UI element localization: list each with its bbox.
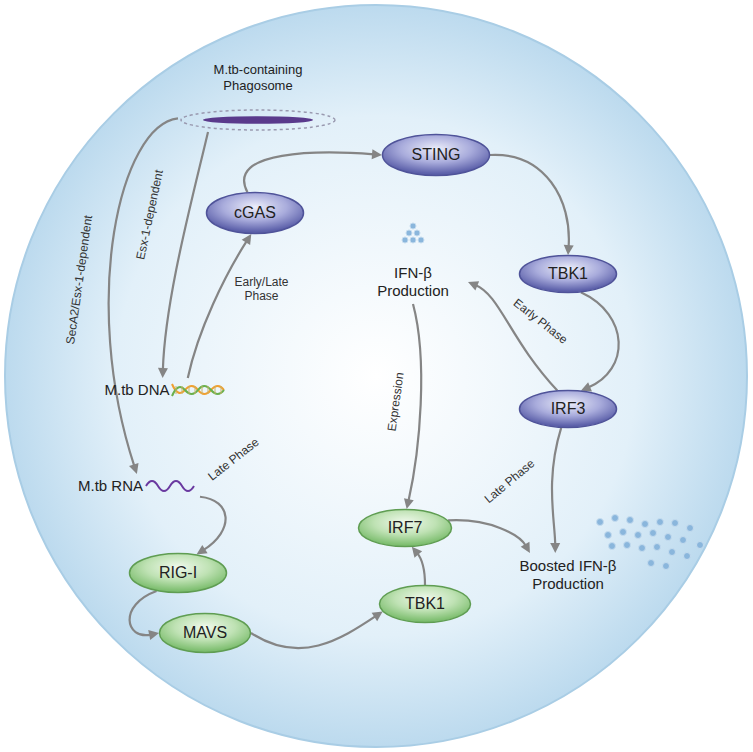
arrowhead <box>564 245 574 255</box>
node-text: IFN-β Production <box>368 264 458 300</box>
protein-ellipse: TBK1 <box>518 254 618 294</box>
connector-line <box>408 304 421 501</box>
signal-arrow <box>188 234 252 378</box>
node-text: Boosted IFN-β Production <box>508 557 628 593</box>
signal-arrow <box>244 149 382 192</box>
edge-label: Late Phase <box>482 457 538 507</box>
protein-ellipse: IRF3 <box>518 389 618 429</box>
arrowhead <box>521 542 530 553</box>
nucleic-acid-label: M.tb DNA <box>105 378 230 402</box>
connector-line <box>109 118 178 466</box>
signal-arrow <box>550 428 561 553</box>
node-text: MAVS <box>183 623 227 642</box>
signal-arrow <box>448 520 530 553</box>
connector-line <box>490 155 569 247</box>
node-text: STING <box>412 145 461 164</box>
ifn-dots <box>402 223 424 243</box>
arrowhead <box>197 545 208 555</box>
connector-line <box>251 616 376 648</box>
edge-label: Esx-1-dependent <box>134 168 167 262</box>
protein-ellipse: cGAS <box>205 191 305 235</box>
cell-body <box>5 5 747 747</box>
edge-label: SecA2/Esx-1-dependent <box>64 214 96 347</box>
signal-arrow <box>158 132 208 378</box>
arrowhead <box>129 463 139 474</box>
signal-arrow <box>490 155 574 255</box>
node-text: M.tb DNA <box>105 381 170 399</box>
connector-line <box>130 591 157 635</box>
dna-icon <box>172 384 224 396</box>
node-text: IRF7 <box>388 518 423 537</box>
edge-label: Early Phase <box>510 296 571 348</box>
arrowhead <box>148 630 159 640</box>
signal-arrow <box>109 118 178 474</box>
signal-arrow <box>130 591 159 640</box>
arrowhead <box>468 281 479 290</box>
edge-label: Expression <box>385 371 407 433</box>
node-text: TBK1 <box>548 264 588 283</box>
protein-ellipse: TBK1 <box>378 584 472 624</box>
phagosome-label: M.tb-containing Phagosome <box>178 62 338 132</box>
signal-arrow <box>468 281 557 390</box>
arrowhead <box>372 611 383 621</box>
arrowhead <box>242 234 252 245</box>
signal-arrow <box>412 547 425 585</box>
arrowhead <box>412 547 422 558</box>
output-label: Boosted IFN-β Production <box>498 553 638 597</box>
protein-ellipse: STING <box>381 133 491 177</box>
connector-line <box>581 292 619 387</box>
node-text: RIG-I <box>159 563 197 582</box>
edge-label: Early/Late Phase <box>227 276 297 304</box>
protein-ellipse: RIG-I <box>128 552 228 594</box>
protein-ellipse: MAVS <box>158 612 252 654</box>
connector-line <box>417 553 425 585</box>
node-text: M.tb RNA <box>78 477 143 495</box>
phagosome <box>181 110 335 130</box>
signal-arrow <box>197 497 226 555</box>
connector-line <box>188 241 247 378</box>
output-label: IFN-β Production <box>358 260 468 304</box>
arrowhead <box>372 149 382 159</box>
signal-arrow <box>251 611 383 648</box>
signal-arrow <box>404 304 421 509</box>
arrowhead <box>158 368 168 378</box>
rna-icon <box>146 481 194 491</box>
connector-line <box>448 520 526 546</box>
nucleic-acid-label: M.tb RNA <box>78 474 200 498</box>
node-text: M.tb-containing Phagosome <box>203 62 313 93</box>
connector-line <box>200 497 226 550</box>
arrowhead <box>404 498 414 509</box>
node-text: IRF3 <box>551 399 586 418</box>
arrowhead <box>581 382 592 391</box>
arrowhead <box>550 543 560 553</box>
protein-ellipse: IRF7 <box>357 508 453 548</box>
signal-arrow <box>581 292 619 391</box>
node-text: cGAS <box>234 203 276 222</box>
connector-line <box>244 152 374 192</box>
edge-label: Late Phase <box>205 435 262 484</box>
connector-line <box>552 428 561 545</box>
node-text: TBK1 <box>405 594 445 613</box>
